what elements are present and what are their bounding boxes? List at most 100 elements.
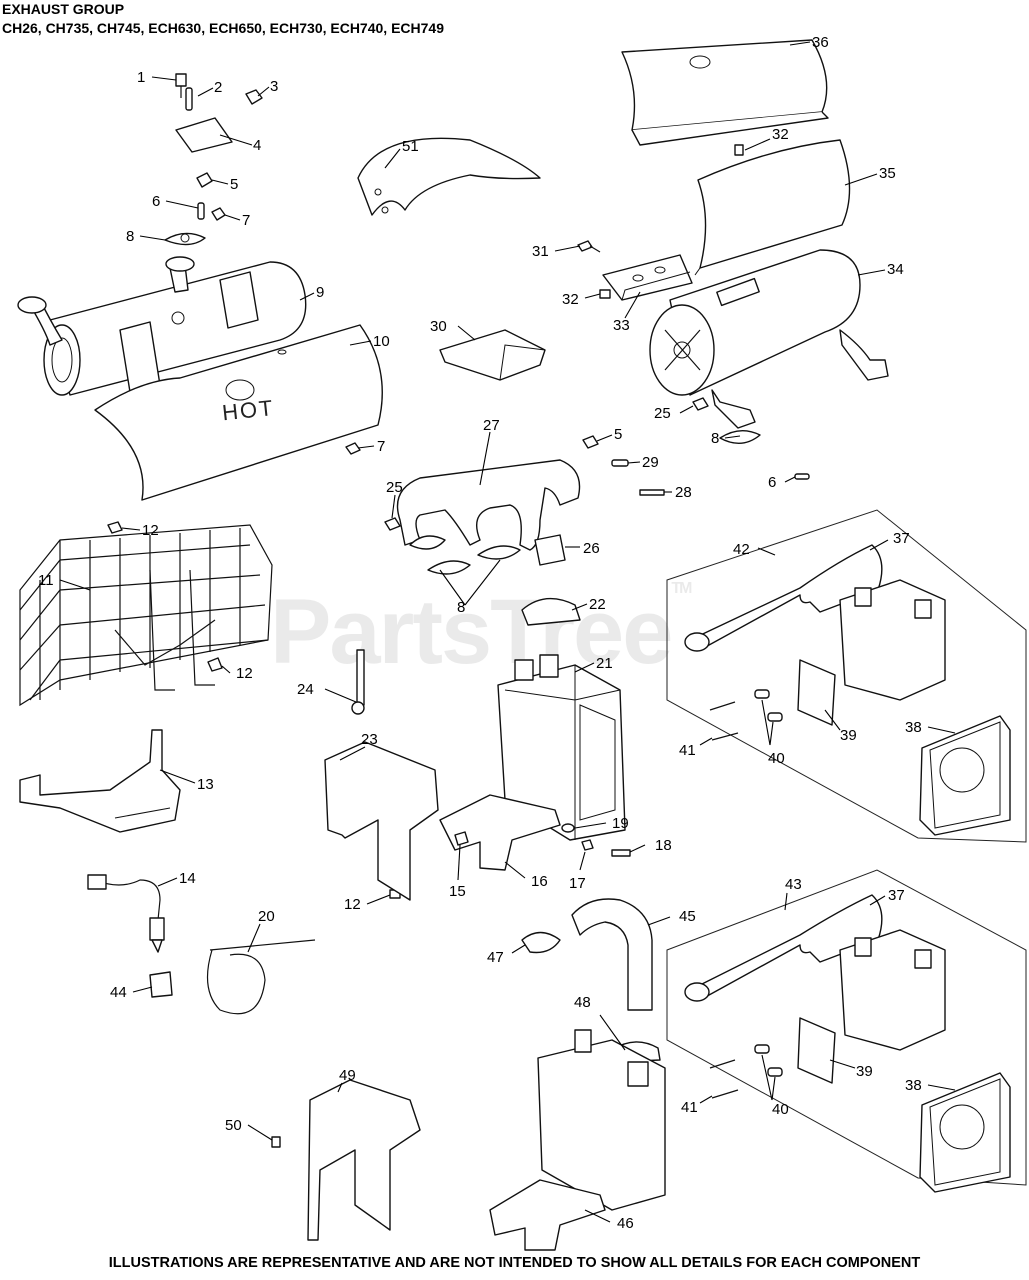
- callout-25b: 25: [386, 479, 403, 496]
- part-27-exhaust-pipe: [396, 459, 581, 551]
- part-21-muffler-box: [497, 654, 626, 841]
- callout-5b: 5: [614, 426, 622, 443]
- part-7-nut: [211, 207, 226, 221]
- callout-44: 44: [110, 984, 127, 1001]
- leader-lines: [59, 41, 956, 1223]
- callout-39b: 39: [856, 1063, 873, 1080]
- part-7-nut-center: [345, 442, 361, 455]
- callout-8b: 8: [711, 430, 719, 447]
- part-31-bolt: [577, 240, 601, 253]
- part-16-muffler-bracket: [439, 794, 561, 871]
- diagram-title: EXHAUST GROUP: [2, 1, 125, 17]
- callout-7b: 7: [377, 438, 385, 455]
- callout-6: 6: [152, 193, 160, 210]
- callout-8: 8: [126, 228, 134, 245]
- callout-40b: 40: [772, 1101, 789, 1118]
- watermark: PartsTreeTM: [270, 580, 693, 683]
- part-32-bolt: [734, 144, 744, 156]
- part-1-bolt: [175, 73, 187, 98]
- part-40-kit-42-pins: [754, 689, 783, 722]
- callout-11: 11: [38, 572, 54, 589]
- part-38-kit-43-heat-shield: [919, 1072, 1011, 1193]
- part-5-nut: [196, 172, 213, 188]
- callout-3: 3: [270, 78, 278, 95]
- part-32-bolt-lower: [599, 289, 611, 299]
- callout-31: 31: [532, 243, 549, 260]
- part-37-kit-43-pipe: [684, 894, 883, 1002]
- callout-41a: 41: [679, 742, 696, 759]
- callout-28: 28: [675, 484, 692, 501]
- part-6-stud: [197, 202, 205, 220]
- part-36-upper-heat-shield: [621, 39, 829, 146]
- callout-38b: 38: [905, 1077, 922, 1094]
- part-12-bolt-top: [107, 521, 123, 534]
- part-3-nut: [245, 89, 263, 105]
- part-6-stud-right: [794, 473, 810, 480]
- callout-43: 43: [785, 876, 802, 893]
- callout-1: 1: [137, 69, 145, 86]
- callout-13: 13: [197, 776, 214, 793]
- part-49-heat-shield-plate: [307, 1079, 421, 1241]
- part-24-bolt: [351, 649, 365, 715]
- callout-26: 26: [583, 540, 600, 557]
- part-39-kit-43-gasket: [797, 1017, 836, 1084]
- callout-7: 7: [242, 212, 250, 229]
- part-39-kit-42-gasket: [797, 659, 836, 726]
- callout-10: 10: [373, 333, 390, 350]
- part-23-heat-shield-plate: [324, 741, 439, 901]
- callout-51: 51: [402, 138, 419, 155]
- callout-14: 14: [179, 870, 196, 887]
- callout-2: 2: [214, 79, 222, 96]
- part-8-gasket: [164, 232, 206, 246]
- callout-numbers: 1 2 3 4 5 6 7 8 9 10 7 12 11 12 13 14 44…: [38, 34, 922, 1232]
- kit-42-outline: [666, 509, 1027, 843]
- hot-warning-text: HOT: [221, 395, 276, 425]
- callout-37a: 37: [893, 530, 910, 547]
- part-28-bolt: [639, 489, 665, 496]
- callout-45: 45: [679, 908, 696, 925]
- callout-49: 49: [339, 1067, 356, 1084]
- kit-43-muffler: [839, 929, 946, 1051]
- callout-8c: 8: [457, 599, 465, 616]
- callout-40a: 40: [768, 750, 785, 767]
- callout-32a: 32: [772, 126, 789, 143]
- kit-42-muffler: [839, 579, 946, 701]
- part-12-bolt-mid: [207, 657, 223, 672]
- part-10-hot-heat-shield: HOT: [94, 324, 383, 501]
- callout-41b: 41: [681, 1099, 698, 1116]
- part-47-clamp: [521, 931, 561, 954]
- callout-25a: 25: [654, 405, 671, 422]
- callout-47: 47: [487, 949, 504, 966]
- callout-15: 15: [449, 883, 466, 900]
- part-45-tail-pipe: [571, 898, 653, 1011]
- part-8-gaskets-lower: [409, 535, 521, 575]
- part-9-muffler: [17, 256, 307, 396]
- disclaimer-footer: ILLUSTRATIONS ARE REPRESENTATIVE AND ARE…: [108, 1255, 921, 1271]
- callout-12b: 12: [236, 665, 253, 682]
- part-41-kit-43-studs: [709, 1059, 739, 1099]
- callout-12a: 12: [142, 522, 159, 539]
- callout-34: 34: [887, 261, 904, 278]
- part-11-wire-guard: [19, 524, 273, 707]
- model-list: CH26, CH735, CH745, ECH630, ECH650, ECH7…: [2, 20, 444, 36]
- callout-6b: 6: [768, 474, 776, 491]
- part-20-cable-tie: [206, 939, 316, 1015]
- part-14-oxygen-sensor: [87, 874, 165, 953]
- part-5-nut-right: [582, 435, 599, 449]
- callout-16: 16: [531, 873, 548, 890]
- callout-35: 35: [879, 165, 896, 182]
- callout-36: 36: [812, 34, 829, 51]
- part-17-nut: [581, 839, 594, 851]
- kit-43-outline: [666, 869, 1027, 1186]
- part-15-bolt: [454, 831, 469, 846]
- callout-22: 22: [589, 596, 606, 613]
- part-2-stud: [185, 87, 193, 111]
- callout-32b: 32: [562, 291, 579, 308]
- callout-4: 4: [253, 137, 261, 154]
- callout-17: 17: [569, 875, 586, 892]
- part-50-screw: [271, 1136, 281, 1148]
- callout-42: 42: [733, 541, 750, 558]
- callout-23: 23: [361, 731, 378, 748]
- callout-5: 5: [230, 176, 238, 193]
